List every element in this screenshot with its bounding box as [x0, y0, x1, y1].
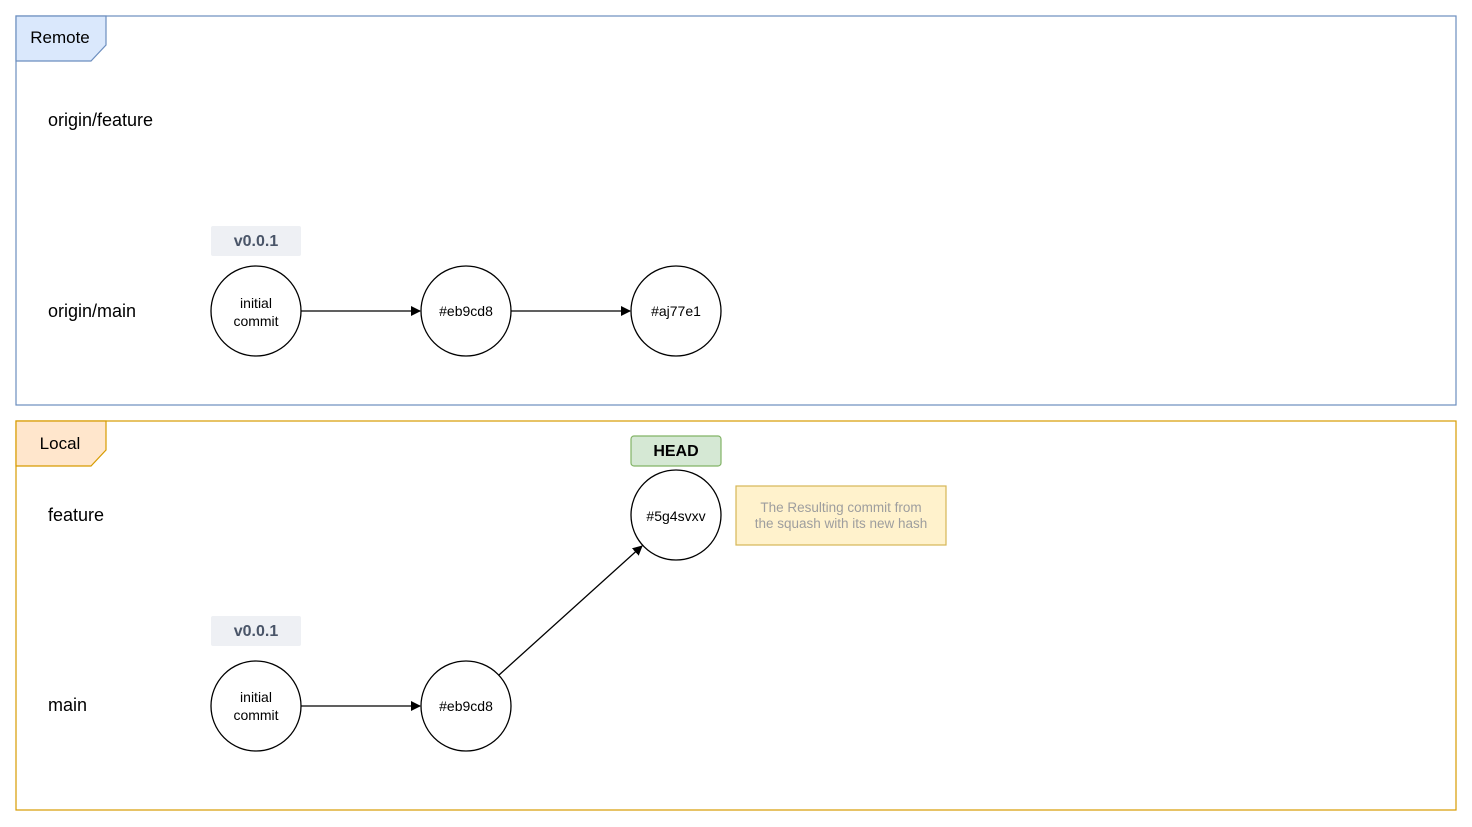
- head-badge: HEAD: [630, 435, 722, 467]
- remote-commit-eb9cd8: #eb9cd8: [420, 265, 512, 357]
- branch-label-main: main: [48, 695, 87, 715]
- squash-note-line2: the squash with its new hash: [755, 516, 928, 531]
- local-commit-eb9cd8-label: #eb9cd8: [439, 698, 493, 714]
- remote-commit-eb9cd8-label: #eb9cd8: [439, 303, 493, 319]
- remote-tab: [15, 15, 107, 62]
- squash-note-bg: [735, 485, 947, 546]
- branch-label-origin-main: origin/main: [48, 301, 136, 321]
- branch-label-origin-feature: origin/feature: [48, 110, 153, 130]
- remote-commit-initial-line2: commit: [233, 313, 278, 329]
- branch-label-feature: feature: [48, 505, 104, 525]
- local-title: Local: [40, 434, 81, 453]
- local-commit-initial-line1: initial: [240, 689, 272, 705]
- local-tab: [15, 420, 107, 467]
- head-badge-bg: [630, 435, 722, 467]
- local-commit-initial: initial commit: [210, 660, 302, 752]
- local-container: Local: [15, 420, 1457, 811]
- remote-commit-aj77e1: #aj77e1: [630, 265, 722, 357]
- local-commit-initial-line2: commit: [233, 707, 278, 723]
- remote-title: Remote: [30, 28, 90, 47]
- remote-commit-initial: initial commit: [210, 265, 302, 357]
- local-frame: [15, 420, 1457, 811]
- local-tag-label: v0.0.1: [234, 623, 279, 640]
- tag-badge-bg: [211, 616, 301, 646]
- head-label: HEAD: [653, 443, 698, 460]
- remote-tag-label: v0.0.1: [234, 233, 279, 250]
- squash-note: The Resulting commit from the squash wit…: [735, 485, 947, 546]
- local-commit-5g4svxv: #5g4svxv: [630, 469, 722, 561]
- tag-badge-bg: [211, 226, 301, 256]
- local-commit-eb9cd8: #eb9cd8: [420, 660, 512, 752]
- squash-note-line1: The Resulting commit from: [760, 500, 921, 515]
- local-tag-badge: v0.0.1: [211, 616, 301, 646]
- local-edge-eb9cd8-to-5g4svxv: [498, 545, 643, 676]
- remote-commit-initial-line1: initial: [240, 295, 272, 311]
- local-commit-5g4svxv-label: #5g4svxv: [646, 508, 705, 524]
- remote-tag-badge: v0.0.1: [211, 226, 301, 256]
- remote-commit-aj77e1-label: #aj77e1: [651, 303, 701, 319]
